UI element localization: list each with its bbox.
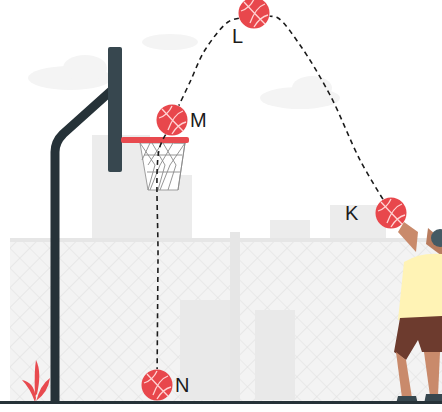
net — [140, 143, 185, 190]
ground-line — [0, 401, 442, 404]
leaf — [22, 380, 36, 402]
position-label: N — [175, 375, 189, 395]
backboard — [108, 47, 122, 172]
basketball — [375, 197, 407, 229]
net-mesh — [140, 143, 185, 190]
ball-body — [376, 198, 407, 229]
rim — [121, 137, 189, 143]
trajectory-line — [179, 18, 239, 105]
ball-position: M — [156, 104, 188, 136]
leaf — [35, 360, 40, 396]
hoop-pole — [55, 90, 112, 402]
trajectory-line — [157, 135, 166, 369]
basketball-hoop — [55, 47, 189, 402]
cloud — [292, 76, 332, 100]
ball-position: N — [141, 369, 173, 401]
city-buildings — [92, 135, 386, 245]
ball-seams — [378, 199, 405, 227]
player-leg — [396, 352, 412, 398]
fence-post — [230, 232, 240, 402]
position-label: L — [232, 26, 243, 46]
ball-seams — [159, 106, 186, 134]
ball-body — [157, 105, 188, 136]
trajectory-line — [270, 16, 383, 199]
player — [394, 222, 442, 404]
ball-body — [142, 370, 173, 401]
fence-mesh — [10, 240, 442, 402]
player-head — [431, 229, 442, 247]
player-leg — [424, 352, 440, 396]
plant — [22, 360, 50, 402]
player-shirt — [398, 254, 442, 320]
basketball — [238, 0, 270, 29]
cloud — [63, 55, 107, 81]
chain-link-fence — [10, 232, 442, 402]
position-label: M — [190, 110, 207, 130]
building — [255, 310, 295, 400]
fence-rail — [10, 238, 442, 242]
ball-seams — [241, 0, 268, 27]
basketball — [156, 104, 188, 136]
ball-body — [239, 0, 270, 29]
player-arm — [398, 222, 418, 252]
ball-position: L — [238, 0, 270, 29]
clouds — [28, 34, 340, 109]
basketball — [141, 369, 173, 401]
position-label: K — [345, 203, 358, 223]
ball-seams — [144, 371, 171, 399]
cloud — [142, 34, 198, 50]
ball-position: K — [375, 197, 407, 229]
